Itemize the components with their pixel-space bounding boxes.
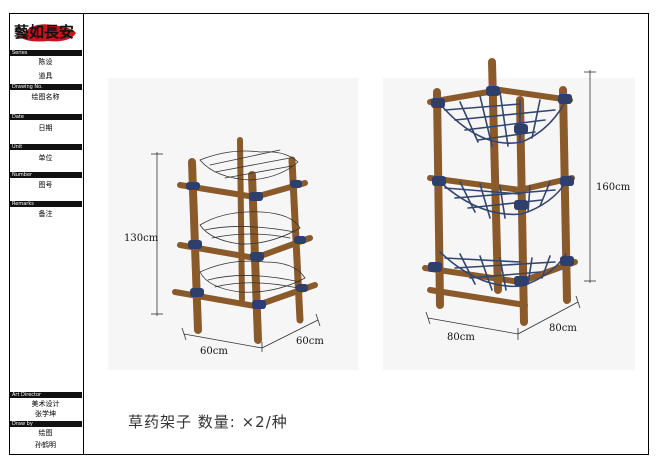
left-herb-shelf-sketch <box>172 137 318 344</box>
left-height-label: 130cm <box>124 233 159 244</box>
studio-logo: 藝如長安 <box>14 23 76 42</box>
left-sketch-paper <box>108 78 358 370</box>
field-value-drawing-name: 绘图名称 <box>31 93 60 101</box>
logo-text: 藝如長安 <box>14 23 74 41</box>
art-director-name: 张学坤 <box>35 410 56 418</box>
field-label-date: Date <box>9 114 82 120</box>
field-label-remarks: Remarks <box>9 201 82 207</box>
field-value-remarks: 备注 <box>38 210 53 218</box>
right-net-shelf-sketch <box>422 58 578 326</box>
drawing-area: 130cm 60cm 60cm <box>108 58 635 370</box>
right-height-label: 160cm <box>596 182 631 193</box>
left-width-label: 60cm <box>200 346 228 357</box>
left-dimension-lines <box>151 152 321 352</box>
field-label-series: Series <box>9 50 82 56</box>
right-sketch-paper <box>383 78 635 370</box>
title-block-sidebar: 藝如長安 Series 陈设 道具 Drawing No. 绘图名称 Date … <box>9 13 84 455</box>
art-director-label: Art Director <box>9 392 82 398</box>
art-director-title: 美术设计 <box>31 400 60 408</box>
right-dimension-lines <box>425 70 596 340</box>
right-width-label: 80cm <box>447 332 475 343</box>
draw-by-name: 孙鹤明 <box>35 441 56 449</box>
field-value-series: 陈设 <box>38 58 53 66</box>
draw-by-label: Draw by <box>9 421 82 427</box>
right-depth-label: 80cm <box>549 323 577 334</box>
drawing-caption: 草药架子 数量: ×2/种 <box>128 413 288 431</box>
field-value-unit: 单位 <box>38 154 53 162</box>
field-value-date: 日期 <box>38 124 53 132</box>
left-depth-label: 60cm <box>296 336 324 347</box>
field-value-category: 道具 <box>38 72 53 80</box>
field-value-number: 图号 <box>38 181 53 189</box>
drawing-sheet-frame <box>9 13 649 455</box>
field-label-number: Number <box>9 172 82 178</box>
field-label-unit: Unit <box>9 144 82 150</box>
field-label-drawing-no: Drawing No. <box>9 84 82 90</box>
draw-by-title: 绘图 <box>38 429 53 437</box>
